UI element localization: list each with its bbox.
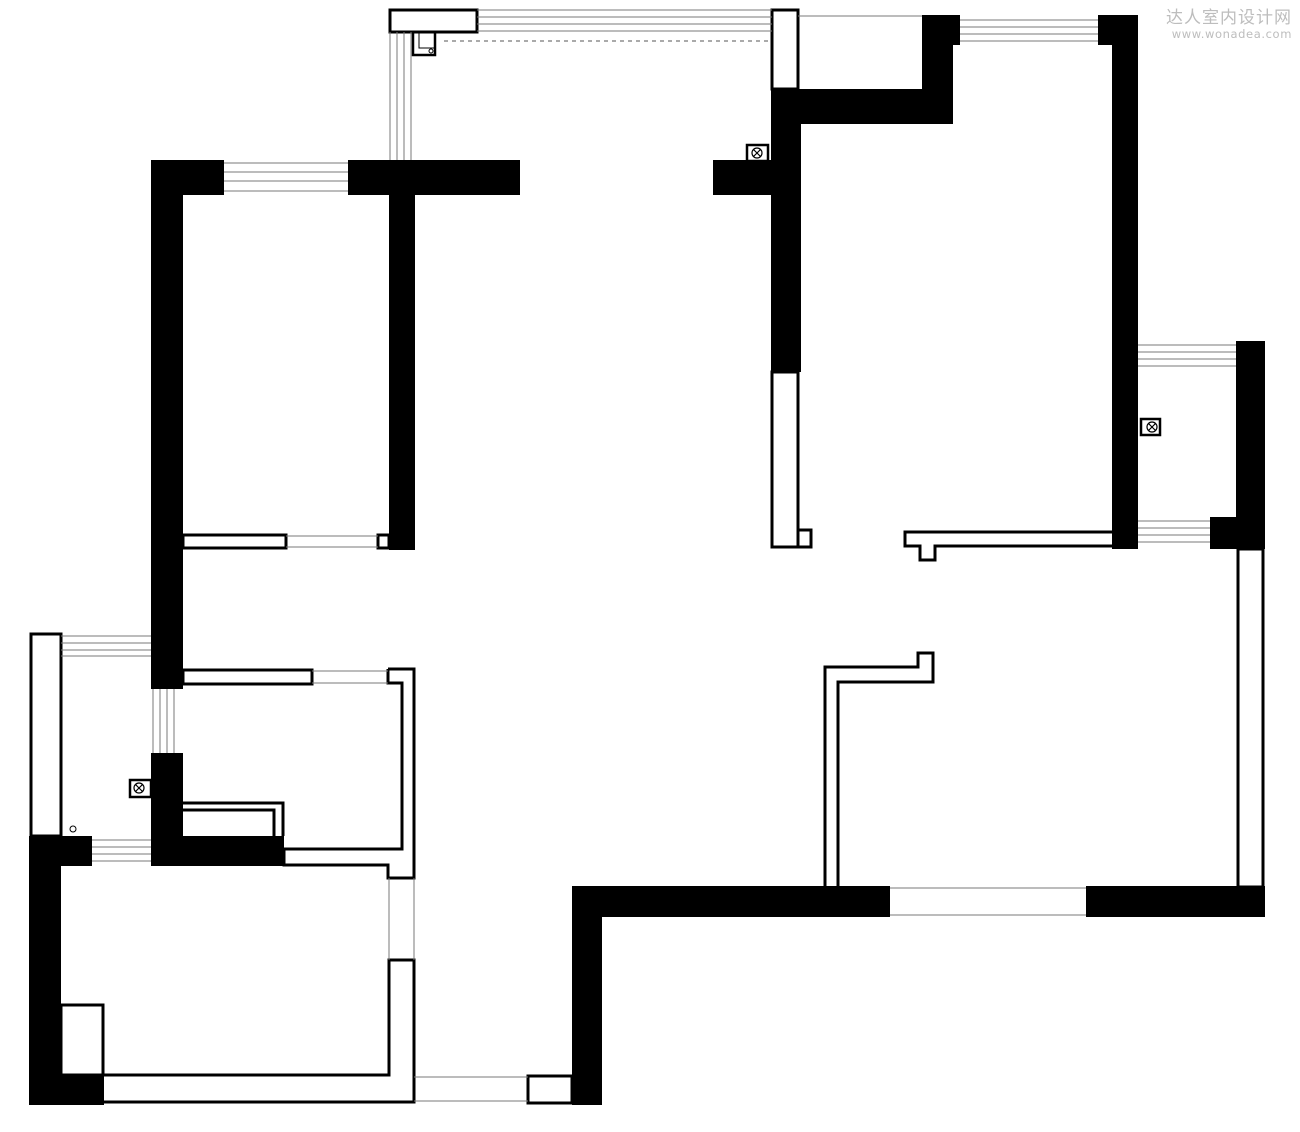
- wall-outline: [183, 801, 285, 836]
- wall-outline: [1236, 547, 1265, 889]
- wall-outline: [181, 668, 314, 686]
- wall-segment: [151, 160, 183, 689]
- wall-segment: [29, 1075, 104, 1105]
- wall-outline: [526, 1074, 574, 1105]
- pipe-markers: [69, 143, 1162, 833]
- wall-outline: [104, 958, 416, 1104]
- wall-segment: [29, 836, 61, 1105]
- wall-segment: [572, 886, 890, 917]
- wall-outline: [823, 651, 935, 886]
- wall-segment: [922, 15, 960, 45]
- wall-segment: [348, 160, 520, 195]
- wall-segment: [389, 195, 415, 550]
- wall-segment: [1112, 15, 1138, 549]
- balcony-edge: [411, 32, 772, 57]
- wall-outline: [798, 528, 813, 549]
- wall-segment: [572, 886, 602, 1105]
- windows: [61, 9, 1236, 1102]
- wall-segment: [151, 836, 284, 866]
- wall-outline: [770, 8, 800, 91]
- wall-outline: [388, 8, 479, 34]
- circle-x-icon: [1139, 417, 1162, 437]
- wall-segment: [1210, 517, 1265, 549]
- wall-outline: [376, 533, 391, 550]
- wall-outline: [183, 808, 276, 836]
- outline-walls: [29, 8, 1265, 1105]
- wall-outline: [770, 370, 800, 549]
- solid-walls: [29, 15, 1265, 1105]
- circle-x-icon: [128, 778, 153, 799]
- watermark-title: 达人室内设计网: [1166, 8, 1292, 28]
- wall-outline: [282, 667, 416, 880]
- wall-segment: [713, 160, 801, 195]
- drain-icon: [69, 825, 77, 833]
- watermark-url: www.wonadea.com: [1171, 27, 1292, 41]
- wall-segment: [1086, 886, 1265, 917]
- wall-outline: [181, 533, 288, 550]
- wall-outline: [59, 1003, 105, 1077]
- wall-outline: [29, 632, 63, 838]
- wall-segment: [1236, 341, 1265, 549]
- circle-x-icon: [745, 143, 770, 163]
- wall-outline: [903, 530, 1112, 562]
- wall-segment: [771, 89, 801, 372]
